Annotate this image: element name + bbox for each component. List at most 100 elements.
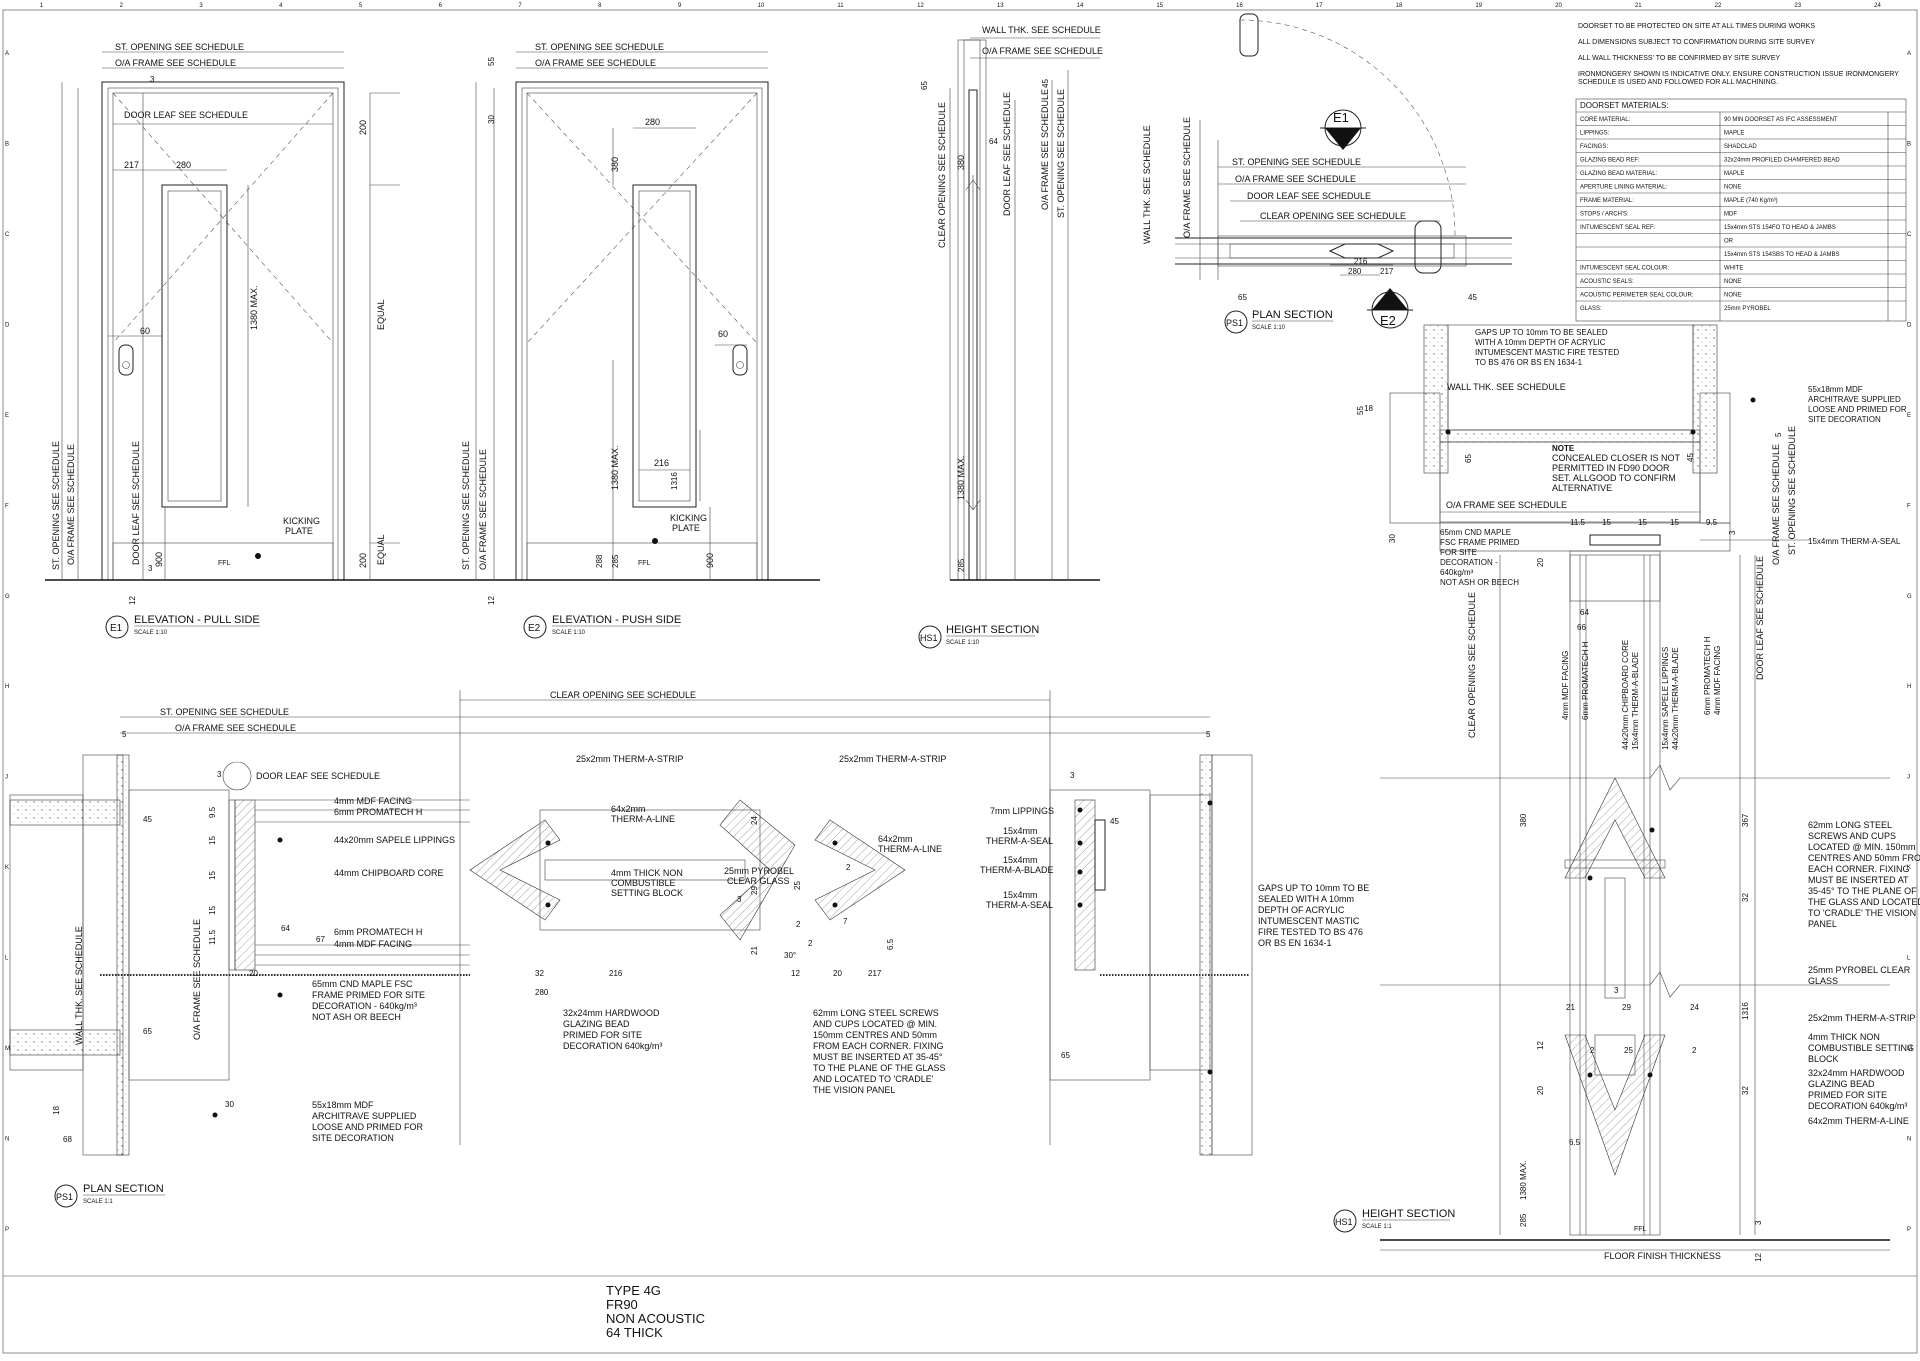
hs1l-dim-24: 24 [1690, 1003, 1699, 1012]
hs1l-screws-5: EACH CORNER. FIXING [1808, 864, 1910, 874]
ps1s-dim-217: 217 [1380, 267, 1394, 276]
materials-row-label: APERTURE LINING MATERIAL: [1580, 185, 1667, 191]
ps1l-dim-2c: 2 [808, 939, 813, 948]
ps1s-oa-frame-v: O/A FRAME SEE SCHEDULE [1182, 117, 1192, 238]
title-block: TYPE 4G FR90 NON ACOUSTIC 64 THICK [606, 1283, 705, 1340]
hs1l-dim-32a: 32 [1741, 893, 1750, 902]
ps1l-dim-45b: 45 [1110, 817, 1119, 826]
grid-column-label: 4 [279, 3, 283, 9]
ps1l-screws-5: MUST BE INSERTED AT 35-45° [813, 1052, 943, 1062]
hs1l-gaps-3: INTUMESCENT MASTIC FIRE TESTED [1475, 348, 1619, 357]
hs1-dim-45: 45 [1041, 79, 1050, 88]
ps1l-seal2-1: 15x4mm [1003, 890, 1038, 900]
ps1l-dim-45a: 45 [143, 815, 152, 824]
hs1l-screws-3: LOCATED @ MIN. 150mm [1808, 842, 1916, 852]
hs1l-screws-4: CENTRES AND 50mm FROM [1808, 853, 1920, 863]
ps1l-dim-18: 18 [52, 1106, 61, 1115]
note-3: ALL WALL THICKNESS' TO BE CONFIRMED BY S… [1578, 55, 1781, 62]
e2-scale: SCALE 1:10 [552, 630, 586, 636]
ps1l-dim-67: 67 [316, 935, 325, 944]
materials-table: DOORSET MATERIALS: CORE MATERIAL:90 MIN … [1575, 98, 1907, 322]
e2-ffl: FFL [638, 560, 651, 567]
e1-oa-frame-v: O/A FRAME SEE SCHEDULE [66, 444, 76, 565]
ps1l-dim-280: 280 [535, 988, 549, 997]
ps1l-dim-24: 24 [750, 816, 759, 825]
e2-dim-285: 285 [611, 554, 620, 568]
ps1l-screws-3: 150mm CENTRES AND 50mm [813, 1030, 937, 1040]
elevation-pull-side: ST. OPENING SEE SCHEDULE O/A FRAME SEE S… [45, 42, 420, 639]
hs1l-screws-9: TO 'CRADLE' THE VISION [1808, 908, 1916, 918]
e2-kicking-plate-1: KICKING [670, 513, 707, 523]
e2-oa-frame-label: O/A FRAME SEE SCHEDULE [535, 58, 656, 68]
grid-row-label: K [1907, 865, 1911, 871]
hs1l-glass-1: 25mm PYROBEL CLEAR [1808, 965, 1911, 975]
hs1l-bead-1: 32x24mm HARDWOOD [1808, 1068, 1905, 1078]
ps1s-e1-marker: E1 [1333, 110, 1349, 125]
grid-row-label: A [5, 51, 9, 57]
ps1l-bead-4: DECORATION 640kg/m³ [563, 1041, 662, 1051]
ps1l-screws-1: 62mm LONG STEEL SCREWS [813, 1008, 939, 1018]
materials-row-value: 25mm PYROBEL [1724, 306, 1771, 312]
e2-dim-900: 900 [705, 553, 715, 568]
hs1-oa-frame-v: O/A FRAME SEE SCHEDULE [1040, 89, 1050, 210]
materials-row-value: MAPLE (740 Kg/m³) [1724, 198, 1778, 204]
ps1l-dim-9-5: 9.5 [208, 806, 217, 818]
ps1l-prom1: 6mm PROMATECH H [334, 807, 422, 817]
e1-tag: E1 [110, 623, 123, 634]
e1-st-opening-v: ST. OPENING SEE SCHEDULE [51, 441, 61, 570]
ps1l-gaps-5: FIRE TESTED TO BS 476 [1258, 927, 1363, 937]
e1-title: ELEVATION - PULL SIDE [134, 614, 260, 626]
grid-row-label: J [5, 775, 8, 781]
ps1l-core: 44mm CHIPBOARD CORE [334, 868, 444, 878]
grid-column-label: 8 [598, 3, 602, 9]
hs1l-arch-3: LOOSE AND PRIMED FOR [1808, 405, 1907, 414]
ps1l-gaps-1: GAPS UP TO 10mm TO BE [1258, 883, 1369, 893]
hs1l-screws-6: MUST BE INSERTED AT [1808, 875, 1909, 885]
hs1l-screws-10: PANEL [1808, 919, 1837, 929]
materials-row-label: ACOUSTIC SEALS: [1580, 279, 1634, 285]
ps1l-dim-217: 217 [868, 969, 882, 978]
hs1l-dim-2a: 2 [1590, 1046, 1595, 1055]
e1-dim-200-bottom: 200 [358, 553, 368, 568]
e1-dim-3: 3 [150, 75, 155, 84]
hs1-wall-thk: WALL THK. SEE SCHEDULE [982, 25, 1101, 35]
ps1l-mdf2: 4mm MDF FACING [334, 939, 412, 949]
hs1l-dim-1316: 1316 [1741, 1002, 1750, 1020]
grid-row-label: E [5, 413, 9, 419]
hs1l-bead-3: PRIMED FOR SITE [1808, 1090, 1887, 1100]
grid-column-label: 1 [40, 3, 44, 9]
ps1l-dim-21: 21 [750, 946, 759, 955]
ps1s-wall-thk-v: WALL THK. SEE SCHEDULE [1142, 125, 1152, 244]
materials-row-label: FACINGS: [1580, 144, 1608, 150]
ps1l-setting-2: COMBUSTIBLE [611, 878, 676, 888]
note-4: IRONMONGERY SHOWN IS INDICATIVE ONLY. EN… [1578, 71, 1899, 78]
ps1l-dim-11-5: 11.5 [208, 929, 217, 945]
ps1l-wall-thk-v: WALL THK. SEE SCHEDULE [74, 926, 84, 1045]
hs1l-note-4: ALTERNATIVE [1552, 483, 1612, 493]
ps1l-screws-4: FROM EACH CORNER. FIXING [813, 1041, 944, 1051]
ps1s-door-leaf: DOOR LEAF SEE SCHEDULE [1247, 191, 1371, 201]
grid-row-label: G [5, 594, 10, 600]
e2-title: ELEVATION - PUSH SIDE [552, 614, 681, 626]
grid-row-label: M [1907, 1046, 1912, 1052]
ps1l-blade-2: THERM-A-BLADE [980, 865, 1054, 875]
hs1-clear-opening-v: CLEAR OPENING SEE SCHEDULE [937, 102, 947, 248]
hs1l-dim-9-5: 9.5 [1706, 518, 1718, 527]
hs1l-door-leaf-v: DOOR LEAF SEE SCHEDULE [1755, 556, 1765, 680]
materials-row-value: WHITE [1724, 266, 1743, 272]
ps1l-arch-3: LOOSE AND PRIMED FOR [312, 1122, 424, 1132]
title-thickness: 64 THICK [606, 1325, 663, 1340]
ps1l-lippings: 7mm LIPPINGS [990, 806, 1054, 816]
ps1s-st-opening: ST. OPENING SEE SCHEDULE [1232, 157, 1361, 167]
materials-row-value: OR [1724, 239, 1734, 245]
ps1l-seal1-2: THERM-A-SEAL [986, 836, 1053, 846]
grid-column-label: 9 [678, 3, 682, 9]
title-type: TYPE 4G [606, 1283, 661, 1298]
ps1s-oa-frame: O/A FRAME SEE SCHEDULE [1235, 174, 1356, 184]
grid-column-label: 23 [1794, 3, 1801, 9]
grid-row-label: K [5, 865, 9, 871]
grid-column-label: 6 [439, 3, 443, 9]
hs1l-layer-5: 15x4mm SAPELE LIPPINGS [1661, 647, 1670, 750]
ps1l-oa-frame-v: O/A FRAME SEE SCHEDULE [192, 919, 202, 1040]
